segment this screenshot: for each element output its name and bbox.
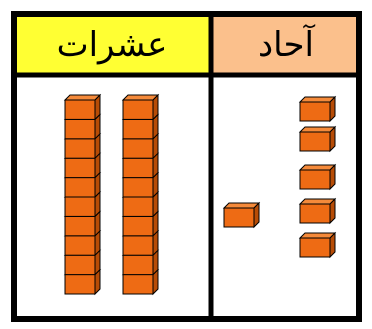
- ones-cube: [300, 199, 335, 223]
- tens-body-cell: [14, 75, 211, 319]
- ones-cube: [300, 165, 335, 189]
- ones-cube: [300, 127, 335, 151]
- ones-cube: [300, 97, 335, 121]
- tens-rod-1-unit: [65, 95, 100, 119]
- tens-rod-2-unit: [123, 95, 158, 119]
- ones-body-cell: [211, 75, 359, 319]
- ones-header-label: آحاد: [258, 24, 316, 65]
- tens-header-label: عشرات: [57, 25, 168, 65]
- ones-cube: [224, 203, 259, 227]
- ones-cube: [300, 233, 335, 257]
